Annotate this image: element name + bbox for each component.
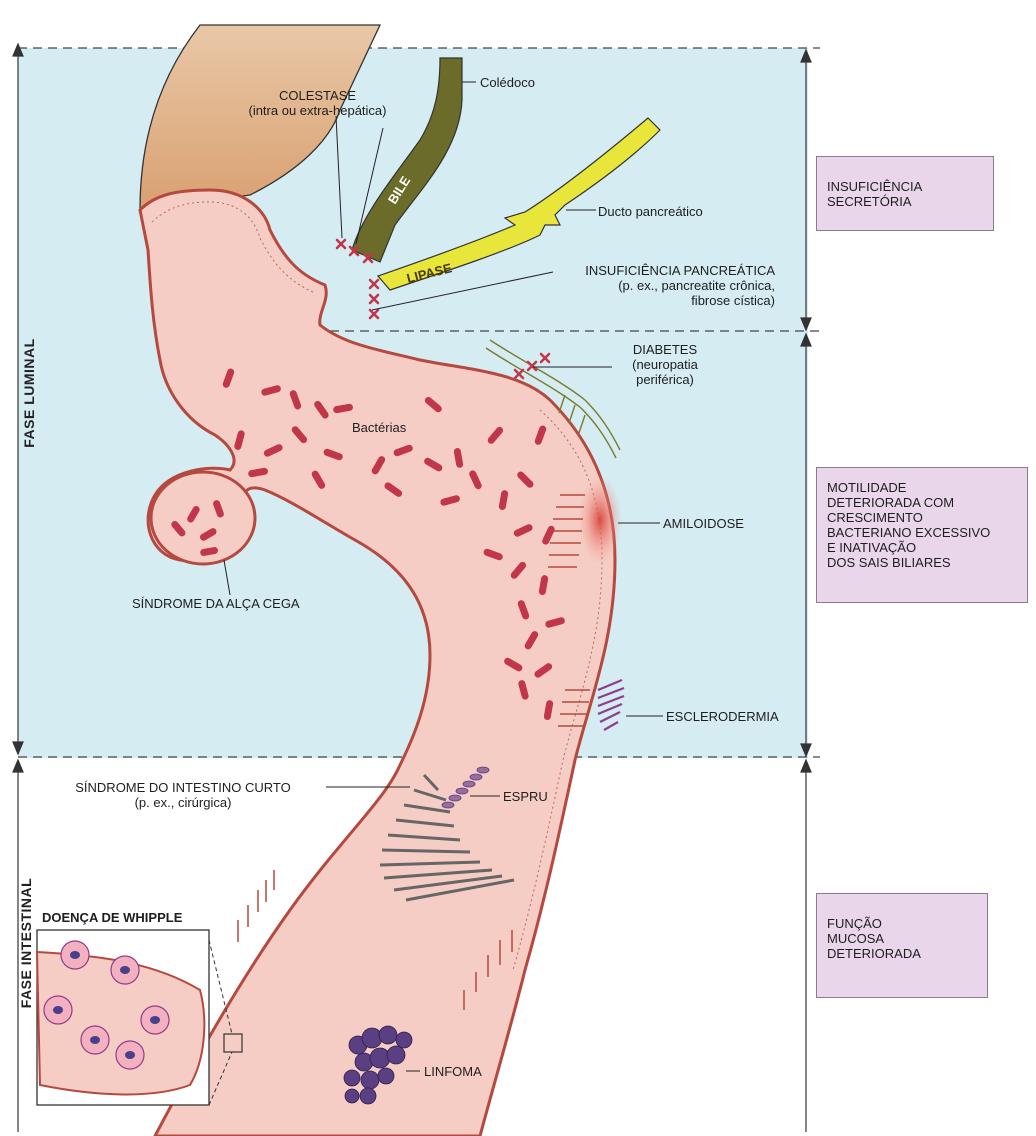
label-esclerodermia: ESCLERODERMIA <box>666 709 779 724</box>
phase-label-intestinal: FASE INTESTINAL <box>18 863 34 1023</box>
label-intestino-curto: SÍNDROME DO INTESTINO CURTO (p. ex., cir… <box>38 780 328 810</box>
phase-label-luminal: FASE LUMINAL <box>21 318 37 468</box>
label-espru: ESPRU <box>503 789 548 804</box>
label-whipple: DOENÇA DE WHIPPLE <box>42 910 182 925</box>
label-diabetes: DIABETES (neuropatia periférica) <box>610 342 720 387</box>
label-bacterias: Bactérias <box>352 420 406 435</box>
label-ducto-pancreatico: Ducto pancreático <box>598 204 703 219</box>
box-motilidade-deteriorada: MOTILIDADE DETERIORADA COM CRESCIMENTO B… <box>816 467 1028 603</box>
label-colestase: COLESTASE (intra ou extra-hepática) <box>225 88 410 118</box>
label-alca-cega: SÍNDROME DA ALÇA CEGA <box>132 596 300 611</box>
label-coledoco: Colédoco <box>480 75 535 90</box>
box-funcao-mucosa: FUNÇÃO MUCOSA DETERIORADA <box>816 893 988 998</box>
label-linfoma: LINFOMA <box>424 1064 482 1079</box>
label-insuficiencia-pancreatica: INSUFICIÊNCIA PANCREÁTICA (p. ex., pancr… <box>555 263 775 308</box>
amyloid-patch <box>578 475 622 565</box>
box-insuficiencia-secretoria: INSUFICIÊNCIA SECRETÓRIA <box>816 156 994 231</box>
label-amiloidose: AMILOIDOSE <box>663 516 744 531</box>
